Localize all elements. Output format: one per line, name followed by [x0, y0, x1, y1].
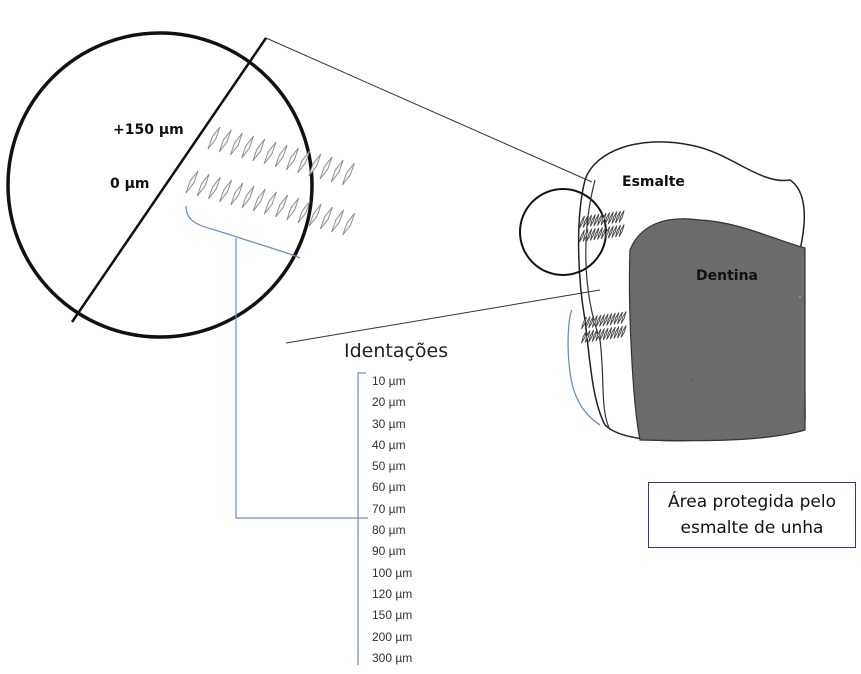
- indent-mark: [208, 177, 220, 199]
- indent-mark: [253, 189, 265, 211]
- indent-mark: [275, 145, 287, 167]
- speck: [799, 296, 801, 298]
- indent-mark: [286, 148, 298, 170]
- depth-item: 100 µm: [372, 563, 412, 584]
- indent-mark: [320, 207, 332, 229]
- depth-item: 150 µm: [372, 605, 412, 626]
- depth-item: 30 µm: [372, 414, 412, 435]
- list-bracket: [358, 373, 366, 665]
- indent-row-upper: [208, 127, 354, 185]
- indent-mark: [230, 133, 242, 155]
- indent-mark: [264, 142, 276, 164]
- indent-mark: [253, 139, 265, 161]
- depth-item: 200 µm: [372, 627, 412, 648]
- depth-item: 120 µm: [372, 584, 412, 605]
- indent-mark: [242, 186, 254, 208]
- indent-mark: [343, 213, 355, 235]
- note-line-1: Área protegida pelo: [668, 489, 836, 515]
- indent-mark: [220, 180, 232, 202]
- depth-item: 90 µm: [372, 541, 412, 562]
- indent-mark: [186, 171, 198, 193]
- label-esmalte: Esmalte: [622, 174, 685, 190]
- label-plus150: +150 µm: [113, 122, 184, 138]
- speck: [691, 379, 693, 381]
- label-zero: 0 µm: [110, 176, 150, 192]
- indent-mark: [332, 210, 344, 232]
- indent-mark: [197, 174, 209, 196]
- depth-item: 80 µm: [372, 520, 412, 541]
- depth-item: 70 µm: [372, 499, 412, 520]
- indent-mark: [320, 157, 332, 179]
- note-line-2: esmalte de unha: [681, 515, 824, 541]
- indent-bracket: [186, 206, 300, 258]
- bracket-connector: [236, 238, 368, 518]
- surface-line: [72, 38, 266, 322]
- large-magnify-circle: [8, 33, 312, 337]
- indent-mark: [331, 160, 343, 182]
- depth-item: 20 µm: [372, 392, 412, 413]
- indent-mark: [287, 198, 299, 220]
- label-dentina: Dentina: [696, 268, 758, 284]
- indent-mark: [264, 192, 276, 214]
- depth-item: 300 µm: [372, 648, 412, 669]
- depth-item: 60 µm: [372, 477, 412, 498]
- connector-top: [266, 38, 592, 182]
- indent-mark: [242, 136, 254, 158]
- indent-mark: [342, 163, 354, 185]
- indent-row-lower: [186, 171, 355, 235]
- protected-area-note: Área protegida pelo esmalte de unha: [648, 482, 856, 548]
- indent-mark: [231, 183, 243, 205]
- indent-mark: [298, 151, 310, 173]
- indent-mark: [276, 195, 288, 217]
- connector-bottom: [286, 290, 600, 343]
- indent-mark: [208, 127, 220, 149]
- label-identacoes: Identações: [344, 340, 448, 362]
- depth-item: 50 µm: [372, 456, 412, 477]
- indent-mark: [219, 130, 231, 152]
- dentin-region: [629, 219, 805, 441]
- depth-item: 10 µm: [372, 371, 412, 392]
- depth-item: 40 µm: [372, 435, 412, 456]
